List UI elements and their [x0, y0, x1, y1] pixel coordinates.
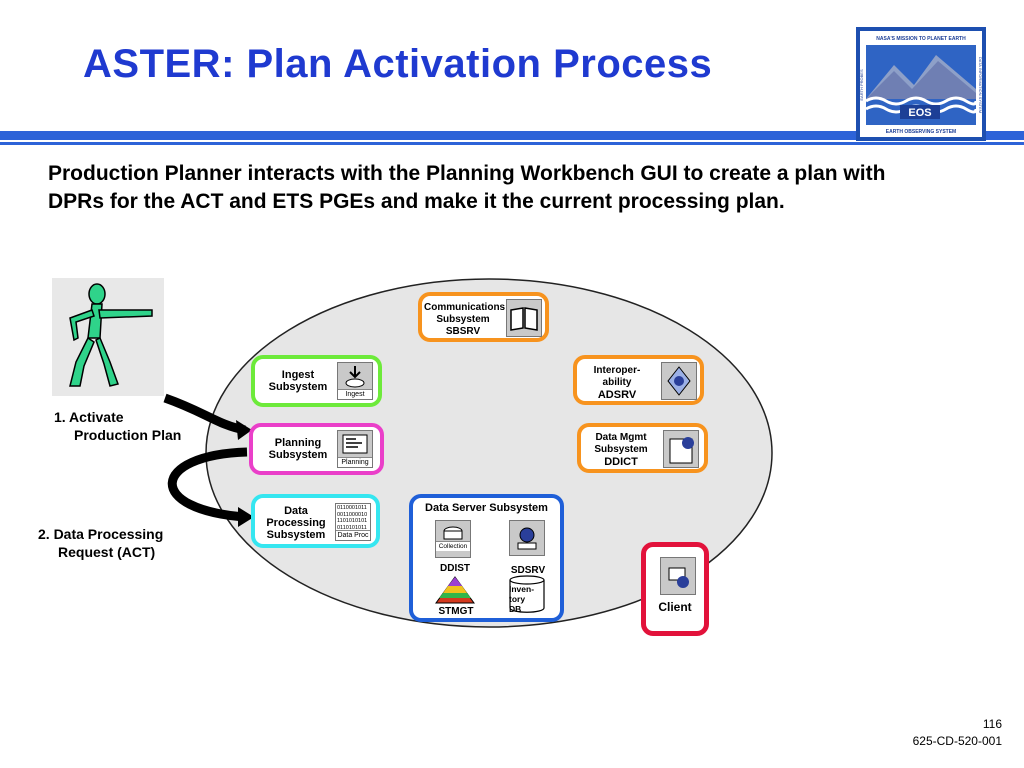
planning-line2: Subsystem	[268, 449, 328, 461]
logo-right-text: DATA INFORMATION SYSTEM	[978, 57, 983, 113]
ingest-caption: Ingest	[338, 389, 372, 399]
planning-subsystem-box[interactable]: Planning Subsystem Planning	[249, 423, 384, 475]
inventory-db-icon	[509, 575, 545, 613]
client-box[interactable]: Client	[641, 542, 709, 636]
dataproc-line3: Subsystem	[266, 529, 326, 541]
page-number: 116	[982, 717, 1002, 731]
comms-line1: Communications	[424, 302, 506, 313]
logo-left-text: EARTH PROBES	[859, 69, 864, 101]
eos-logo: EOS NASA'S MISSION TO PLANET EARTH EARTH…	[856, 27, 986, 141]
planning-icon: Planning	[337, 430, 373, 468]
step1-line1: 1. Activate	[54, 409, 124, 425]
step-activate: 1. Activate Production Plan	[54, 408, 181, 444]
binary-digits: 0110001011 0011000010 1101010101 0110101…	[337, 505, 368, 531]
dataproc-line1: Data	[284, 505, 308, 517]
ddist-label: DDIST	[440, 563, 470, 574]
step2-line2: Request (ACT)	[58, 544, 156, 560]
comms-line2: Subsystem	[436, 314, 490, 325]
book-icon	[506, 299, 542, 337]
comms-line3: SBSRV	[445, 326, 481, 337]
dataserver-title: Data Server Subsystem	[425, 502, 548, 514]
interop-line1: Interoper-	[593, 365, 641, 376]
arrow-dpr	[167, 447, 248, 522]
datamgmt-line2: Subsystem	[594, 444, 648, 455]
logo-bottom-text: EARTH OBSERVING SYSTEM	[886, 129, 956, 135]
stmgt-label: STMGT	[438, 606, 474, 617]
datamgmt-line3: DDICT	[604, 456, 638, 468]
ingest-line1: Ingest	[281, 369, 315, 381]
dataproc-caption: Data Proc	[336, 530, 370, 540]
step1-line2: Production Plan	[74, 427, 182, 443]
sdsrv-label: SDSRV	[510, 565, 546, 576]
planning-caption: Planning	[338, 457, 372, 467]
stmgt-pyramid-icon	[435, 576, 475, 604]
sdsrv-icon	[509, 520, 545, 556]
title-rule-thin	[0, 142, 1024, 145]
ingest-icon: Ingest	[337, 362, 373, 400]
interop-icon	[661, 362, 697, 400]
ingest-subsystem-box[interactable]: Ingest Subsystem Ingest	[251, 355, 382, 407]
step2-line1: 2. Data Processing	[38, 526, 164, 542]
interop-line3: ADSRV	[597, 389, 637, 401]
step-dpr: 2. Data Processing Request (ACT)	[38, 525, 163, 561]
logo-top-text: NASA'S MISSION TO PLANET EARTH	[876, 36, 966, 42]
lead-paragraph: Production Planner interacts with the Pl…	[48, 162, 886, 213]
inventory-db-label: Inven- tory DB	[509, 584, 535, 614]
interop-line2: ability	[602, 377, 632, 388]
collection-caption: Collection	[436, 541, 470, 551]
ingest-line2: Subsystem	[268, 381, 328, 393]
data-dictionary-icon	[663, 430, 699, 468]
dataproc-subsystem-box[interactable]: Data Processing Subsystem 0110001011 001…	[251, 494, 380, 548]
pointing-person-icon	[69, 283, 153, 387]
logo-badge: EOS	[908, 107, 931, 119]
dataproc-line2: Processing	[266, 517, 326, 529]
dataserver-subsystem-box[interactable]: Data Server Subsystem Collection DDIST S…	[409, 494, 564, 622]
collection-icon: Collection	[435, 520, 471, 558]
page-title: ASTER: Plan Activation Process	[83, 42, 713, 86]
data-proc-icon: 0110001011 0011000010 1101010101 0110101…	[335, 503, 371, 541]
client-label: Client	[658, 600, 692, 614]
document-number: 625-CD-520-001	[912, 734, 1002, 748]
planning-line1: Planning	[274, 437, 322, 449]
datamgmt-line1: Data Mgmt	[595, 432, 647, 443]
title-rule	[0, 131, 1024, 140]
datamgmt-subsystem-box[interactable]: Data Mgmt Subsystem DDICT	[577, 423, 708, 473]
comms-subsystem-box[interactable]: Communications Subsystem SBSRV	[418, 292, 549, 342]
production-planner-figure	[52, 278, 164, 396]
client-icon	[660, 557, 696, 595]
interop-subsystem-box[interactable]: Interoper- ability ADSRV	[573, 355, 704, 405]
